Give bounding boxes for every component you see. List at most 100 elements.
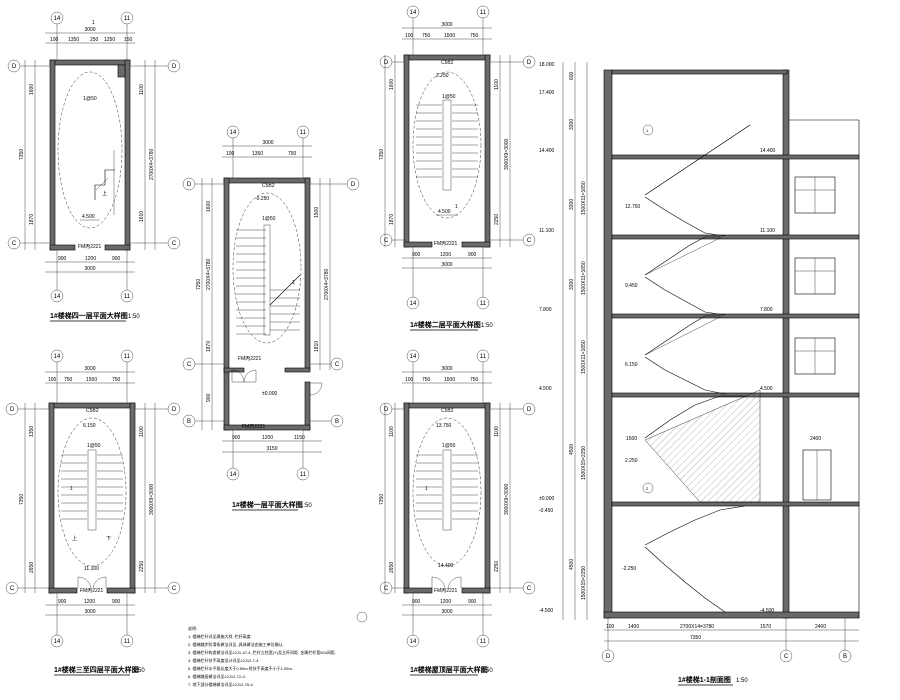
dim: 7350 bbox=[19, 494, 25, 505]
plan-scale: 1:50 bbox=[300, 503, 312, 509]
dim: 1600 bbox=[29, 84, 35, 95]
axis-label: 11 bbox=[124, 16, 131, 22]
dim: 1810 bbox=[314, 341, 320, 352]
dim: 1500X11=1650 bbox=[581, 261, 587, 295]
axis-label: 11 bbox=[124, 294, 131, 300]
level-label: -4.500 bbox=[760, 608, 774, 614]
axis-label: C bbox=[172, 586, 177, 592]
plan-first-floor-a: 14 11 3000 100 1350 250 1250 150 1@50 上 … bbox=[7, 11, 181, 322]
dim: 900 bbox=[468, 599, 477, 605]
dim: 900 bbox=[468, 252, 477, 258]
level-label: 2.250 bbox=[436, 73, 449, 79]
dim: 1150 bbox=[294, 435, 305, 441]
dim: 150 bbox=[124, 37, 133, 43]
window-label: C5B2 bbox=[441, 60, 454, 66]
dim: 100 bbox=[405, 33, 414, 39]
dim: 1100 bbox=[139, 426, 145, 437]
dim: 4500 bbox=[569, 444, 575, 455]
door-label: FM丙2221 bbox=[238, 356, 262, 362]
level-label: 11.100 bbox=[760, 228, 775, 234]
level-column-left: 18.000 17.400 14.400 11.100 7.800 4.500 … bbox=[539, 62, 555, 614]
axis-label: D bbox=[351, 182, 356, 188]
dim: 600 bbox=[569, 71, 575, 80]
dim: 1500 bbox=[444, 377, 455, 383]
callout-number: 2 bbox=[646, 486, 649, 491]
level-label: 11.100 bbox=[539, 228, 554, 234]
dim: 1100 bbox=[494, 426, 500, 437]
dim: 900 bbox=[58, 599, 67, 605]
dim-total: 3000 bbox=[84, 609, 95, 615]
window-elevations bbox=[794, 176, 836, 501]
dim: 900 bbox=[206, 393, 212, 402]
dim: 900 bbox=[112, 599, 121, 605]
plan-title: 1#楼梯四一层平面大样图 bbox=[50, 311, 128, 320]
axis-label: 11 bbox=[480, 10, 487, 16]
room-label: 1@50 bbox=[442, 443, 456, 449]
dim: 1570 bbox=[760, 624, 771, 630]
dim: 3000X9=3000 bbox=[504, 483, 510, 515]
axis-label: 14 bbox=[410, 10, 417, 16]
axis-label: C bbox=[10, 586, 15, 592]
level-label: ±0.000 bbox=[539, 496, 554, 502]
callout-number: 1 bbox=[646, 128, 649, 133]
dim: 1870 bbox=[29, 214, 35, 225]
window-label: C5B2 bbox=[441, 408, 454, 414]
dim: 1350 bbox=[29, 426, 35, 437]
plan-scale: 1:50 bbox=[128, 314, 140, 320]
dim: 1500X11=1650 bbox=[581, 340, 587, 374]
dim: 3000X9=3000 bbox=[149, 483, 155, 515]
plan-first-floor-b: 14 11 3000 100 1350 750 C5B2 -0.250 1@50 bbox=[182, 125, 360, 511]
notes-heading: 说明: bbox=[188, 625, 197, 631]
dim: 1870 bbox=[389, 214, 395, 225]
dim-total: 3000 bbox=[441, 262, 452, 268]
plan-title: 1#楼梯一层平面大样图 bbox=[232, 500, 303, 509]
room-label: 1@50 bbox=[262, 216, 276, 222]
dim: 2700X14=3780 bbox=[680, 624, 714, 630]
dim: 3300 bbox=[569, 199, 575, 210]
room-label: 1@50 bbox=[442, 94, 456, 100]
dim: 100 bbox=[50, 37, 59, 43]
level-label: 4.500 bbox=[760, 386, 773, 392]
dim: 2400 bbox=[810, 436, 821, 442]
stair-treads bbox=[236, 229, 300, 335]
dim: 750 bbox=[112, 377, 121, 383]
section-title: 1#楼梯1-1剖面图 bbox=[678, 675, 731, 684]
dim: 2250 bbox=[494, 561, 500, 572]
plan-third-fourth-floor: 14 11 3000 100 750 1500 750 C5B2 6.150 1… bbox=[5, 349, 181, 676]
level-label: -0.250 bbox=[255, 196, 269, 202]
stair-treads bbox=[416, 104, 478, 178]
dim: 750 bbox=[470, 33, 479, 39]
dim: 4500 bbox=[569, 559, 575, 570]
dim: 750 bbox=[422, 33, 431, 39]
door-label: FM丙2221 bbox=[80, 588, 104, 594]
axis-label: 11 bbox=[300, 130, 307, 136]
level-label: ±0.000 bbox=[262, 391, 277, 397]
section-scale: 1:50 bbox=[736, 678, 748, 684]
plan-title: 1#楼梯二层平面大样图 bbox=[410, 320, 481, 329]
dim: 2250 bbox=[494, 214, 500, 225]
axis-label: C bbox=[172, 241, 177, 247]
dim: 2700X4=3780 bbox=[324, 268, 330, 300]
section-drawing: 18.000 17.400 14.400 11.100 7.800 4.500 … bbox=[539, 62, 860, 686]
dim: 1500X15=2250 bbox=[581, 446, 587, 480]
plan-scale: 1:50 bbox=[481, 323, 493, 329]
axis-label: 14 bbox=[54, 639, 61, 645]
dim: 100 bbox=[405, 377, 414, 383]
dim: 2700X4=3780 bbox=[149, 148, 155, 180]
dim: 750 bbox=[422, 377, 431, 383]
plan-scale: 1:50 bbox=[133, 668, 145, 674]
dim: 1610 bbox=[139, 211, 145, 222]
dim: 1350 bbox=[252, 151, 263, 157]
dim-total: 3000 bbox=[262, 140, 273, 146]
dim: 1500 bbox=[86, 377, 97, 383]
section-mark: 1 bbox=[425, 486, 428, 492]
door-label: FM丙2221 bbox=[434, 588, 458, 594]
section-mark: 1 bbox=[92, 20, 95, 26]
axis-label: 14 bbox=[410, 639, 417, 645]
general-notes: 说明: 1. 楼梯栏杆详见建施大样, 栏杆高度. 2. 楼梯踏步防滑条做法详见,… bbox=[188, 625, 336, 687]
axis-label: D bbox=[172, 64, 177, 70]
dim: 1350 bbox=[68, 37, 79, 43]
dim: 1600 bbox=[389, 79, 395, 90]
section-cut-fill bbox=[644, 389, 761, 503]
level-label: 7.800 bbox=[760, 307, 773, 313]
